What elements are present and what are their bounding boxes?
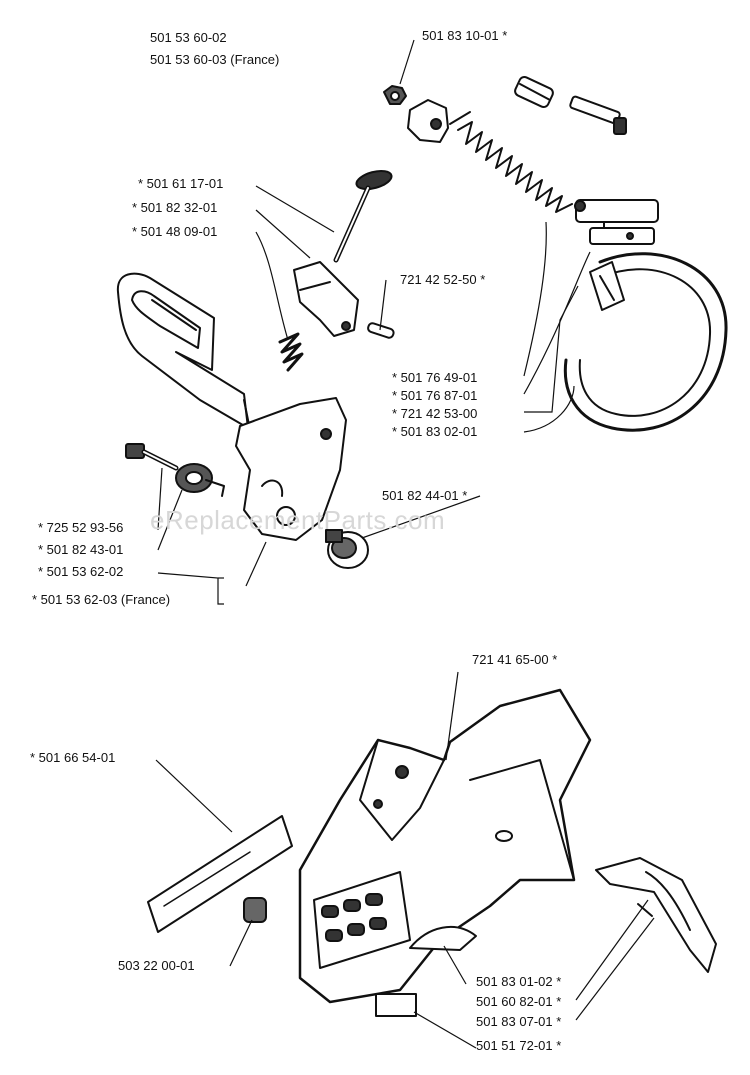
sticker-icon bbox=[147, 815, 293, 933]
nut-icon bbox=[383, 85, 407, 105]
part-label: * 501 53 62-03 (France) bbox=[32, 592, 171, 607]
plate-icon bbox=[375, 993, 417, 1017]
part-label: 501 83 10-01 * bbox=[422, 28, 508, 43]
bushing-icon bbox=[175, 463, 225, 497]
spring-icon bbox=[449, 111, 573, 213]
part-label: * 501 61 17-01 bbox=[138, 176, 224, 191]
part-label: 501 83 07-01 * bbox=[476, 1014, 562, 1029]
part-label: * 501 76 49-01 bbox=[392, 370, 478, 385]
pin-icon bbox=[514, 75, 554, 109]
watermark-text: eReplacementParts.com bbox=[150, 505, 446, 535]
clamp-bracket bbox=[407, 99, 449, 143]
chain-catcher-icon bbox=[595, 857, 717, 973]
part-label: * 721 42 53-00 bbox=[392, 406, 478, 421]
roll-pin-icon bbox=[367, 322, 395, 339]
latch-lever bbox=[293, 261, 359, 337]
part-label: * 501 83 02-01 bbox=[392, 424, 478, 439]
brake-band bbox=[563, 252, 728, 432]
part-label: * 501 48 09-01 bbox=[132, 224, 218, 239]
clutch-cover bbox=[298, 688, 592, 1004]
part-label: 501 83 01-02 * bbox=[476, 974, 562, 989]
part-label: * 725 52 93-56 bbox=[38, 520, 124, 535]
brake-rod bbox=[574, 199, 659, 245]
knob-screw bbox=[333, 169, 393, 263]
part-label: 501 53 60-02 bbox=[150, 30, 227, 45]
bolt-icon bbox=[569, 95, 627, 135]
part-label: * 501 53 62-02 bbox=[38, 564, 124, 579]
part-label: * 501 76 87-01 bbox=[392, 388, 478, 403]
part-label: 721 41 65-00 * bbox=[472, 652, 558, 667]
part-label: 501 53 60-03 (France) bbox=[150, 52, 280, 67]
knob-icon bbox=[325, 529, 369, 569]
part-label: 501 82 44-01 * bbox=[382, 488, 468, 503]
nut-503-icon bbox=[243, 897, 267, 923]
part-label: 503 22 00-01 bbox=[118, 958, 195, 973]
part-label: 501 51 72-01 * bbox=[476, 1038, 562, 1053]
small-spring-icon bbox=[278, 332, 304, 372]
part-label: 721 42 52-50 * bbox=[400, 272, 486, 287]
part-label: * 501 82 32-01 bbox=[132, 200, 218, 215]
part-label: * 501 66 54-01 bbox=[30, 750, 116, 765]
hand-guard bbox=[116, 272, 347, 541]
part-label: 501 60 82-01 * bbox=[476, 994, 562, 1009]
part-label: * 501 82 43-01 bbox=[38, 542, 124, 557]
screw-725 bbox=[125, 443, 179, 471]
